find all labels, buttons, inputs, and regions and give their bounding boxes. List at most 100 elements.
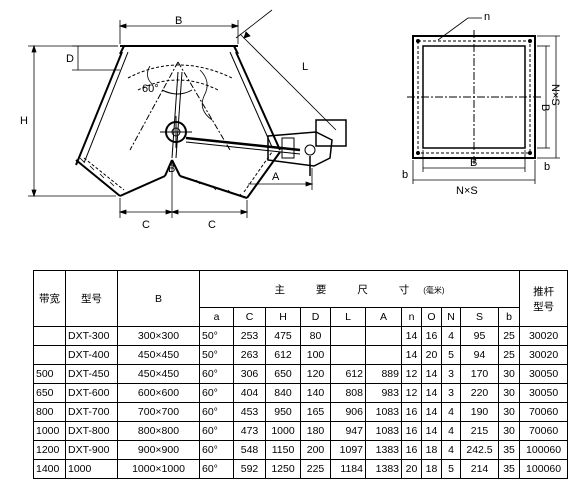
table-cell-pusher: 70060 bbox=[519, 421, 569, 441]
table-cell-s: 170 bbox=[460, 364, 499, 384]
table-cell-pusher: 30050 bbox=[519, 383, 569, 403]
table-cell-o: 14 bbox=[421, 421, 442, 441]
dim-a-label: A bbox=[272, 171, 280, 183]
table-cell-n: 4 bbox=[441, 402, 461, 422]
subheader-cell: a bbox=[199, 307, 234, 327]
subheader-cell: b bbox=[497, 307, 521, 327]
table-cell-s: 214 bbox=[460, 459, 499, 479]
table-cell-c: 592 bbox=[233, 459, 266, 479]
table-cell-h: 475 bbox=[265, 326, 301, 346]
table-cell-h: 840 bbox=[265, 383, 301, 403]
table-cell-h: 1150 bbox=[265, 440, 301, 460]
table-cell-l: 1184 bbox=[330, 459, 366, 479]
table-cell-model: DXT-300 bbox=[65, 326, 118, 346]
table-cell-c: 473 bbox=[233, 421, 266, 441]
table-cell-pusher: 100060 bbox=[519, 440, 569, 460]
table-cell-b: 300×300 bbox=[117, 326, 200, 346]
table-cell-b: 800×800 bbox=[117, 421, 200, 441]
table-cell-b: 900×900 bbox=[117, 440, 200, 460]
table-cell-pusher: 100060 bbox=[519, 459, 569, 479]
table-cell-a: 983 bbox=[365, 383, 402, 403]
table-cell-model: DXT-800 bbox=[65, 421, 118, 441]
table-cell-model: DXT-700 bbox=[65, 402, 118, 422]
table-cell-d: 120 bbox=[300, 364, 331, 384]
table-cell-d: 180 bbox=[300, 421, 331, 441]
table-cell-l: 1097 bbox=[330, 440, 366, 460]
table-cell-c: 253 bbox=[233, 326, 266, 346]
table-cell-d: 165 bbox=[300, 402, 331, 422]
plan-nxs-bottom-label: N×S bbox=[456, 185, 478, 197]
table-cell-o: 20 bbox=[421, 345, 442, 365]
table-cell-s: 95 bbox=[460, 326, 499, 346]
table-cell-b: 450×450 bbox=[117, 345, 200, 365]
table-cell-o: 16 bbox=[421, 326, 442, 346]
table-cell-a: 60° bbox=[199, 440, 234, 460]
table-cell-c: 404 bbox=[233, 383, 266, 403]
table-cell-n: 12 bbox=[401, 383, 422, 403]
dimension-lines bbox=[28, 9, 337, 218]
table-cell-b: 1000×1000 bbox=[117, 459, 200, 479]
subheader-cell: N bbox=[441, 307, 461, 327]
dim-d-label: D bbox=[66, 53, 74, 65]
dim-h-label: H bbox=[20, 115, 28, 127]
table-cell-belt: 1400 bbox=[33, 459, 66, 479]
table-cell-a: 50° bbox=[199, 345, 234, 365]
table-cell-belt bbox=[33, 345, 66, 365]
table-cell-a: 60° bbox=[199, 364, 234, 384]
subheader-cell: L bbox=[330, 307, 366, 327]
table-cell-a: 1383 bbox=[365, 459, 402, 479]
table-cell-c: 306 bbox=[233, 364, 266, 384]
table-cell-d: 100 bbox=[300, 345, 331, 365]
table-cell-h: 650 bbox=[265, 364, 301, 384]
table-cell-c: 453 bbox=[233, 402, 266, 422]
pusher-arm bbox=[185, 119, 347, 176]
angle-label: 60° bbox=[142, 83, 159, 95]
table-cell-bb: 25 bbox=[497, 345, 521, 365]
table-cell-d: 140 bbox=[300, 383, 331, 403]
table-cell-n: 5 bbox=[441, 345, 461, 365]
table-cell-pusher: 30020 bbox=[519, 345, 569, 365]
table-cell-model: 1000 bbox=[65, 459, 118, 479]
table-cell-bb: 30 bbox=[497, 383, 521, 403]
dim-c-right-label: C bbox=[208, 219, 216, 231]
unit-label: (毫米) bbox=[423, 285, 445, 295]
table-cell-n: 5 bbox=[441, 459, 461, 479]
table-cell-s: 94 bbox=[460, 345, 499, 365]
pivot-hub bbox=[160, 116, 192, 148]
table-cell-bb: 35 bbox=[497, 459, 521, 479]
plan-b-small-right-label: b bbox=[544, 161, 550, 173]
table-cell-l bbox=[330, 326, 366, 346]
plan-n-label: n bbox=[484, 11, 490, 23]
table-cell-belt: 1200 bbox=[33, 440, 66, 460]
table-cell-n: 4 bbox=[441, 326, 461, 346]
table-cell-belt: 650 bbox=[33, 383, 66, 403]
plan-nxs-right-label: N×S bbox=[549, 84, 561, 106]
table-cell-a: 1383 bbox=[365, 440, 402, 460]
table-cell-o: 14 bbox=[421, 364, 442, 384]
table-cell-b: 700×700 bbox=[117, 402, 200, 422]
table-cell-a: 60° bbox=[199, 459, 234, 479]
table-cell-n: 3 bbox=[441, 364, 461, 384]
plan-view bbox=[407, 17, 560, 184]
table-cell-l: 612 bbox=[330, 364, 366, 384]
table-cell-belt: 1000 bbox=[33, 421, 66, 441]
valve-body bbox=[75, 45, 281, 199]
table-cell-c: 263 bbox=[233, 345, 266, 365]
table-cell-a: 50° bbox=[199, 326, 234, 346]
table-cell-a: 889 bbox=[365, 364, 402, 384]
table-cell-o: 14 bbox=[421, 402, 442, 422]
pusher-header-line2: 型号 bbox=[533, 300, 555, 313]
table-cell-model: DXT-600 bbox=[65, 383, 118, 403]
belt-header: 带宽 bbox=[33, 270, 66, 327]
table-cell-l: 808 bbox=[330, 383, 366, 403]
table-cell-a: 1083 bbox=[365, 421, 402, 441]
table-cell-n: 3 bbox=[441, 383, 461, 403]
table-cell-a bbox=[365, 345, 402, 365]
table-cell-b: 600×600 bbox=[117, 383, 200, 403]
table-cell-n: 16 bbox=[401, 402, 422, 422]
